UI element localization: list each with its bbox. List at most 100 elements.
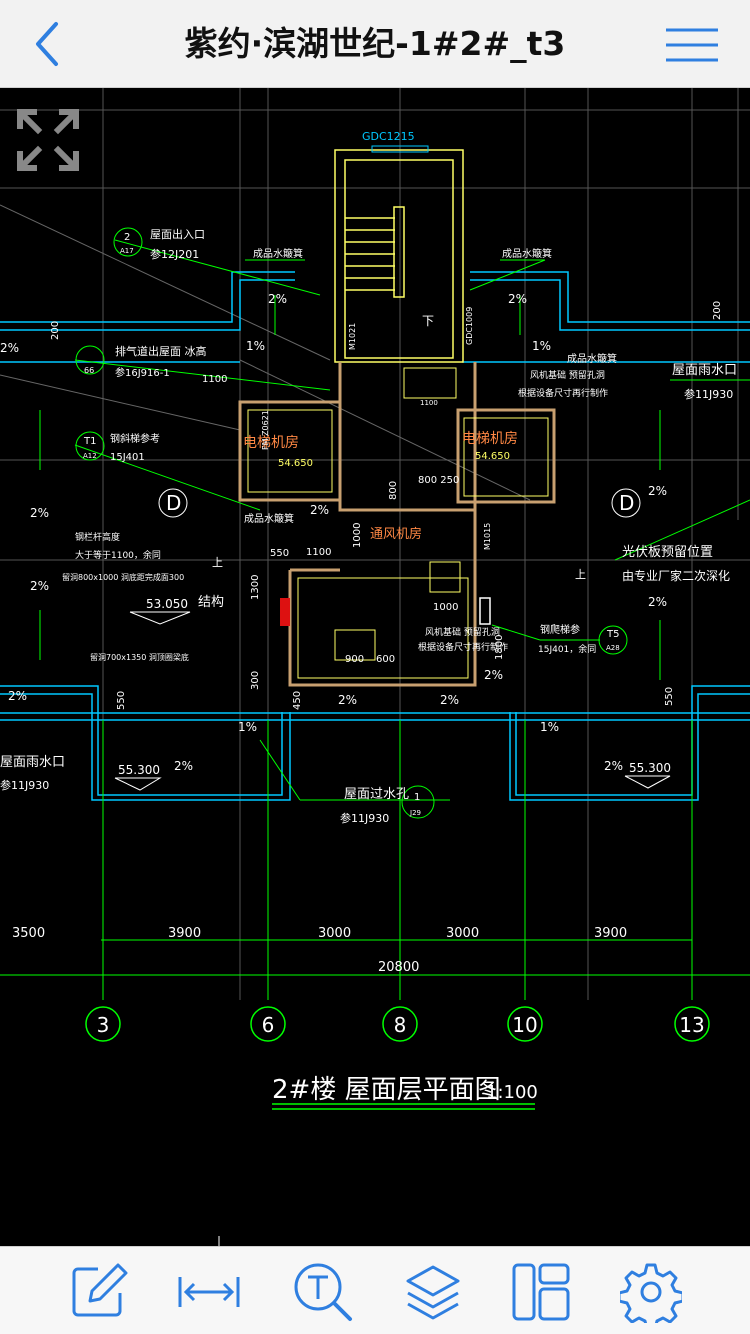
svg-text:54.650: 54.650 (475, 451, 510, 462)
svg-text:2%: 2% (30, 506, 49, 520)
svg-text:1000: 1000 (352, 523, 363, 548)
axis-bubbles (85, 1006, 710, 1042)
svg-text:T5: T5 (606, 629, 619, 640)
svg-text:300: 300 (250, 671, 261, 690)
svg-text:留洞800x1000 洞底距完成面300: 留洞800x1000 洞底距完成面300 (62, 572, 184, 582)
svg-text:800 250: 800 250 (418, 475, 459, 486)
svg-text:20800: 20800 (378, 960, 419, 975)
layout-button[interactable] (510, 1261, 572, 1323)
layout-icon (512, 1263, 570, 1321)
text-search-icon (294, 1263, 352, 1321)
svg-text:T1: T1 (83, 436, 96, 447)
layers-button[interactable] (402, 1261, 464, 1323)
svg-text:钢斜梯参考: 钢斜梯参考 (110, 432, 160, 445)
fullscreen-button[interactable] (14, 106, 82, 174)
edit-icon (72, 1263, 128, 1317)
drawing-title: 2#楼 屋面层平面图 (272, 1075, 501, 1105)
svg-text:6: 6 (262, 1013, 275, 1037)
svg-text:55.300: 55.300 (629, 761, 671, 775)
svg-text:屋面出入口: 屋面出入口 (150, 227, 205, 241)
svg-text:上: 上 (212, 556, 223, 569)
svg-text:参16J916-1: 参16J916-1 (115, 366, 170, 379)
svg-text:2%: 2% (604, 759, 623, 773)
svg-text:2%: 2% (310, 503, 329, 517)
svg-text:3000: 3000 (446, 926, 479, 941)
menu-button[interactable] (662, 22, 722, 68)
svg-text:15J401: 15J401 (110, 452, 145, 463)
svg-text:成品水簸箕: 成品水簸箕 (244, 512, 294, 525)
svg-text:1800: 1800 (494, 635, 505, 660)
svg-text:1100: 1100 (306, 547, 331, 558)
svg-text:2%: 2% (0, 341, 19, 355)
svg-text:2%: 2% (508, 292, 527, 306)
svg-text:200: 200 (712, 301, 723, 320)
back-button[interactable] (20, 14, 80, 74)
svg-text:留洞700x1350 洞顶圈梁底: 留洞700x1350 洞顶圈梁底 (90, 652, 189, 662)
svg-text:成品水簸箕: 成品水簸箕 (567, 352, 617, 365)
svg-text:15J401，余同: 15J401，余同 (538, 643, 596, 655)
dimension-labels: 1100 550 1100 1000 900 600 800 250 1100 (202, 374, 459, 665)
settings-button[interactable] (617, 1261, 685, 1331)
chevron-left-icon (36, 22, 58, 66)
red-marker (280, 598, 290, 626)
svg-text:13: 13 (679, 1013, 704, 1037)
svg-text:800: 800 (388, 481, 399, 500)
svg-text:1100: 1100 (202, 374, 227, 385)
svg-text:1%: 1% (540, 720, 559, 734)
svg-text:450: 450 (292, 691, 303, 710)
svg-text:1%: 1% (246, 339, 265, 353)
svg-text:A28: A28 (606, 644, 620, 652)
svg-text:2%: 2% (30, 579, 49, 593)
svg-text:53.050: 53.050 (146, 597, 188, 611)
axis-d-left: D (166, 491, 181, 515)
svg-text:光伏板预留位置: 光伏板预留位置 (622, 545, 713, 560)
svg-text:屋面雨水口: 屋面雨水口 (672, 363, 737, 378)
axis-numbers: 3 6 8 10 13 (97, 1013, 705, 1037)
svg-text:3: 3 (97, 1013, 110, 1037)
svg-text:10: 10 (512, 1013, 537, 1037)
text-search-button[interactable] (292, 1261, 354, 1323)
room-walls (238, 362, 556, 687)
expand-icon (17, 109, 79, 171)
svg-text:根据设备尺寸再行制作: 根据设备尺寸再行制作 (418, 641, 508, 653)
svg-text:参11J930: 参11J930 (684, 387, 733, 401)
drawing-canvas[interactable]: GDC1215 电梯机房 54.650 电梯机房 54.650 通风机房 (0, 88, 750, 1246)
svg-text:550: 550 (270, 548, 289, 559)
svg-text:2%: 2% (648, 595, 667, 609)
svg-text:风机基础 预留孔洞: 风机基础 预留孔洞 (425, 626, 500, 638)
room-label-ventilation: 通风机房 (370, 526, 422, 542)
edit-button[interactable] (68, 1261, 130, 1323)
svg-text:2%: 2% (440, 693, 459, 707)
svg-text:上: 上 (575, 568, 586, 581)
axis-d-right: D (619, 491, 634, 515)
svg-text:3500: 3500 (12, 926, 45, 941)
svg-text:M1015: M1015 (483, 523, 492, 550)
gear-icon (617, 1263, 685, 1331)
svg-text:钢爬梯参: 钢爬梯参 (540, 623, 580, 636)
span-dimensions: 3500 3900 3000 3000 3900 20800 (12, 926, 627, 975)
svg-text:风机基础 预留孔洞: 风机基础 预留孔洞 (530, 369, 605, 381)
svg-text:GDC1009: GDC1009 (465, 307, 474, 345)
cad-drawing[interactable]: GDC1215 电梯机房 54.650 电梯机房 54.650 通风机房 (0, 88, 750, 1246)
svg-text:2%: 2% (268, 292, 287, 306)
svg-text:大于等于1100，余同: 大于等于1100，余同 (75, 549, 161, 561)
svg-text:3900: 3900 (594, 926, 627, 941)
svg-text:2%: 2% (174, 759, 193, 773)
svg-text:54.650: 54.650 (278, 458, 313, 469)
measure-button[interactable] (178, 1261, 240, 1323)
hamburger-menu-icon (666, 28, 718, 62)
slope-labels: 2% 2% 1% 1% 2% 2% 2% 2% 2% 2% 2% 2% 2% 1… (0, 292, 667, 773)
svg-text:1%: 1% (532, 339, 551, 353)
window-tag: GDC1215 (362, 130, 415, 143)
svg-text:参11J930: 参11J930 (340, 811, 389, 825)
svg-text:1300: 1300 (250, 575, 261, 600)
svg-text:M1021: M1021 (348, 323, 357, 350)
svg-text:2%: 2% (484, 668, 503, 682)
svg-text:3000: 3000 (318, 926, 351, 941)
svg-text:3900: 3900 (168, 926, 201, 941)
svg-text:屋面过水孔: 屋面过水孔 (344, 787, 409, 802)
page-title: 紫约·滨湖世纪-1#2#_t3 (184, 24, 566, 63)
svg-text:55.300: 55.300 (118, 763, 160, 777)
svg-text:A17: A17 (120, 247, 134, 255)
room-label-elevator-right: 电梯机房 (462, 431, 518, 447)
